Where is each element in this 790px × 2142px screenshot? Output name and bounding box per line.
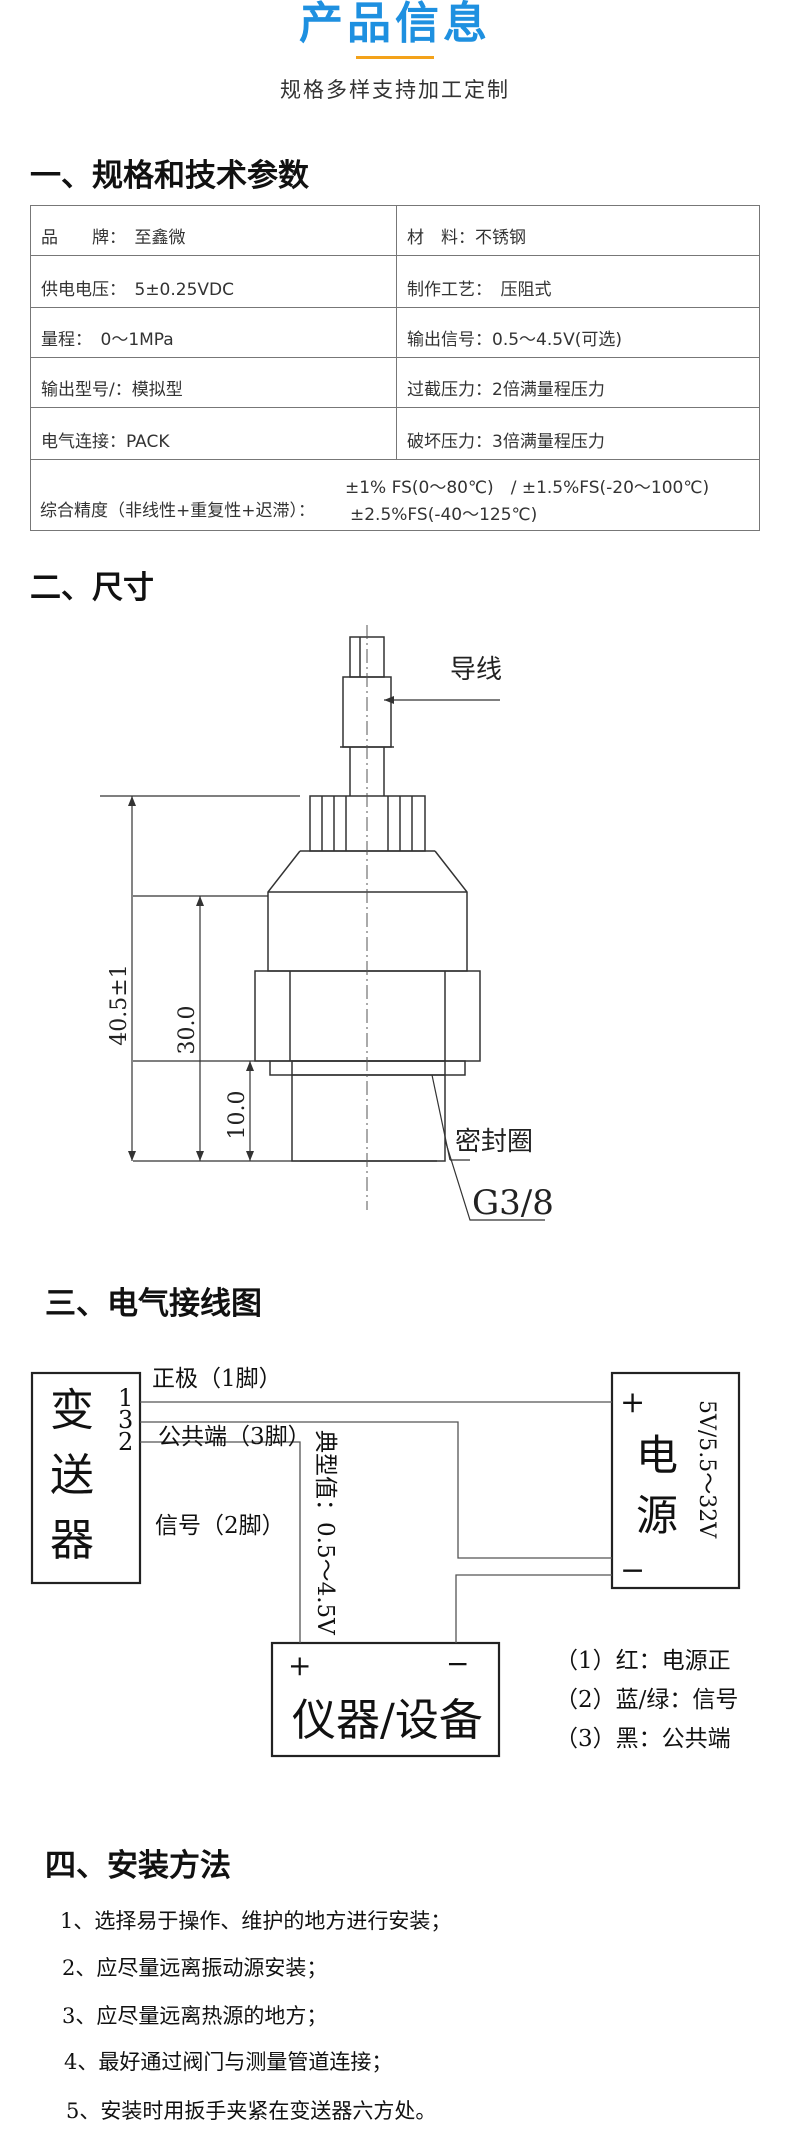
title-underline — [356, 56, 434, 59]
thread-height-label: 10.0 — [225, 1091, 250, 1140]
accuracy-line1: ±1% FS(0～80℃) / ±1.5%FS(-20～100℃) — [345, 478, 710, 498]
common-label: 公共端（3脚） — [158, 1424, 311, 1450]
pin-1: 1 — [118, 1384, 133, 1412]
pin-2: 2 — [118, 1428, 133, 1456]
signal-label: 信号（2脚） — [155, 1513, 285, 1539]
power-box — [610, 1371, 741, 1590]
wiring-diagram: 变 送 器 1 3 2 正极（1脚） 公共端（3脚） 信号（2脚） 典型值：0.… — [30, 1366, 741, 1758]
power-label-2: 源 — [636, 1491, 678, 1540]
dimension-drawing: 导线 40.5±1 30.0 10.0 密封圈 G3/8 — [100, 625, 554, 1223]
transmitter-box — [30, 1371, 142, 1585]
instrument-box — [270, 1641, 501, 1758]
positive-label: 正极（1脚） — [152, 1366, 282, 1392]
accuracy-label: 综合精度（非线性+重复性+迟滞）： — [40, 501, 315, 521]
spec-cell: 制作工艺： 压阻式 — [396, 255, 760, 308]
section-title-install: 四、安装方法 — [45, 1848, 231, 1884]
instrument-label: 仪器/设备 — [292, 1695, 483, 1746]
seal-label: 密封圈 — [455, 1127, 533, 1157]
spec-cell: 量程： 0～1MPa — [30, 307, 397, 358]
install-step: 5、安装时用扳手夹紧在变送器六方处。 — [66, 2099, 437, 2123]
page-title: 产品信息 — [299, 0, 491, 49]
power-spec-label: 5V/5.5～32V — [694, 1400, 719, 1539]
body-height-label: 30.0 — [175, 1006, 200, 1055]
spec-cell: 品 牌： 至鑫微 — [30, 205, 397, 256]
install-step: 1、选择易于操作、维护的地方进行安装； — [60, 1909, 452, 1933]
spec-cell: 破坏压力：3倍满量程压力 — [396, 407, 760, 460]
install-step: 4、最好通过阀门与测量管道连接； — [64, 2050, 393, 2074]
power-label-1: 电 — [636, 1431, 678, 1480]
instrument-minus: − — [446, 1647, 469, 1680]
install-step: 3、应尽量远离热源的地方； — [62, 2004, 328, 2028]
section-title-dimension: 二、尺寸 — [30, 570, 154, 606]
typical-value-label: 典型值：0.5～4.5V — [312, 1430, 338, 1635]
page-subtitle: 规格多样支持加工定制 — [280, 78, 510, 102]
transmitter-label-2: 送 — [50, 1450, 94, 1501]
section-title-spec: 一、规格和技术参数 — [30, 158, 309, 194]
transmitter-label-1: 变 — [50, 1385, 94, 1436]
power-plus: + — [620, 1385, 645, 1420]
spec-cell: 材 料：不锈钢 — [396, 205, 760, 256]
accuracy-line2: ±2.5%FS(-40～125℃) — [350, 505, 538, 525]
pin-3: 3 — [118, 1406, 133, 1434]
legend-item: （2）蓝/绿：信号 — [555, 1687, 738, 1713]
spec-cell-accuracy — [30, 459, 760, 531]
wire-label: 导线 — [450, 655, 502, 685]
instrument-plus: + — [288, 1649, 311, 1682]
power-minus: − — [620, 1553, 645, 1588]
spec-cell: 过截压力：2倍满量程压力 — [396, 357, 760, 408]
total-height-label: 40.5±1 — [107, 964, 132, 1045]
spec-cell: 供电电压： 5±0.25VDC — [30, 255, 397, 308]
install-step: 2、应尽量远离振动源安装； — [62, 1956, 328, 1980]
section-title-wiring: 三、电气接线图 — [45, 1286, 262, 1322]
spec-cell: 输出信号：0.5～4.5V(可选) — [396, 307, 760, 358]
legend-item: （3）黑：公共端 — [555, 1726, 731, 1752]
thread-spec-label: G3/8 — [472, 1183, 554, 1223]
spec-cell: 电气连接：PACK — [30, 407, 397, 460]
transmitter-label-3: 器 — [50, 1515, 94, 1566]
spec-cell: 输出型号/：模拟型 — [30, 357, 397, 408]
legend-item: （1）红：电源正 — [555, 1648, 731, 1674]
